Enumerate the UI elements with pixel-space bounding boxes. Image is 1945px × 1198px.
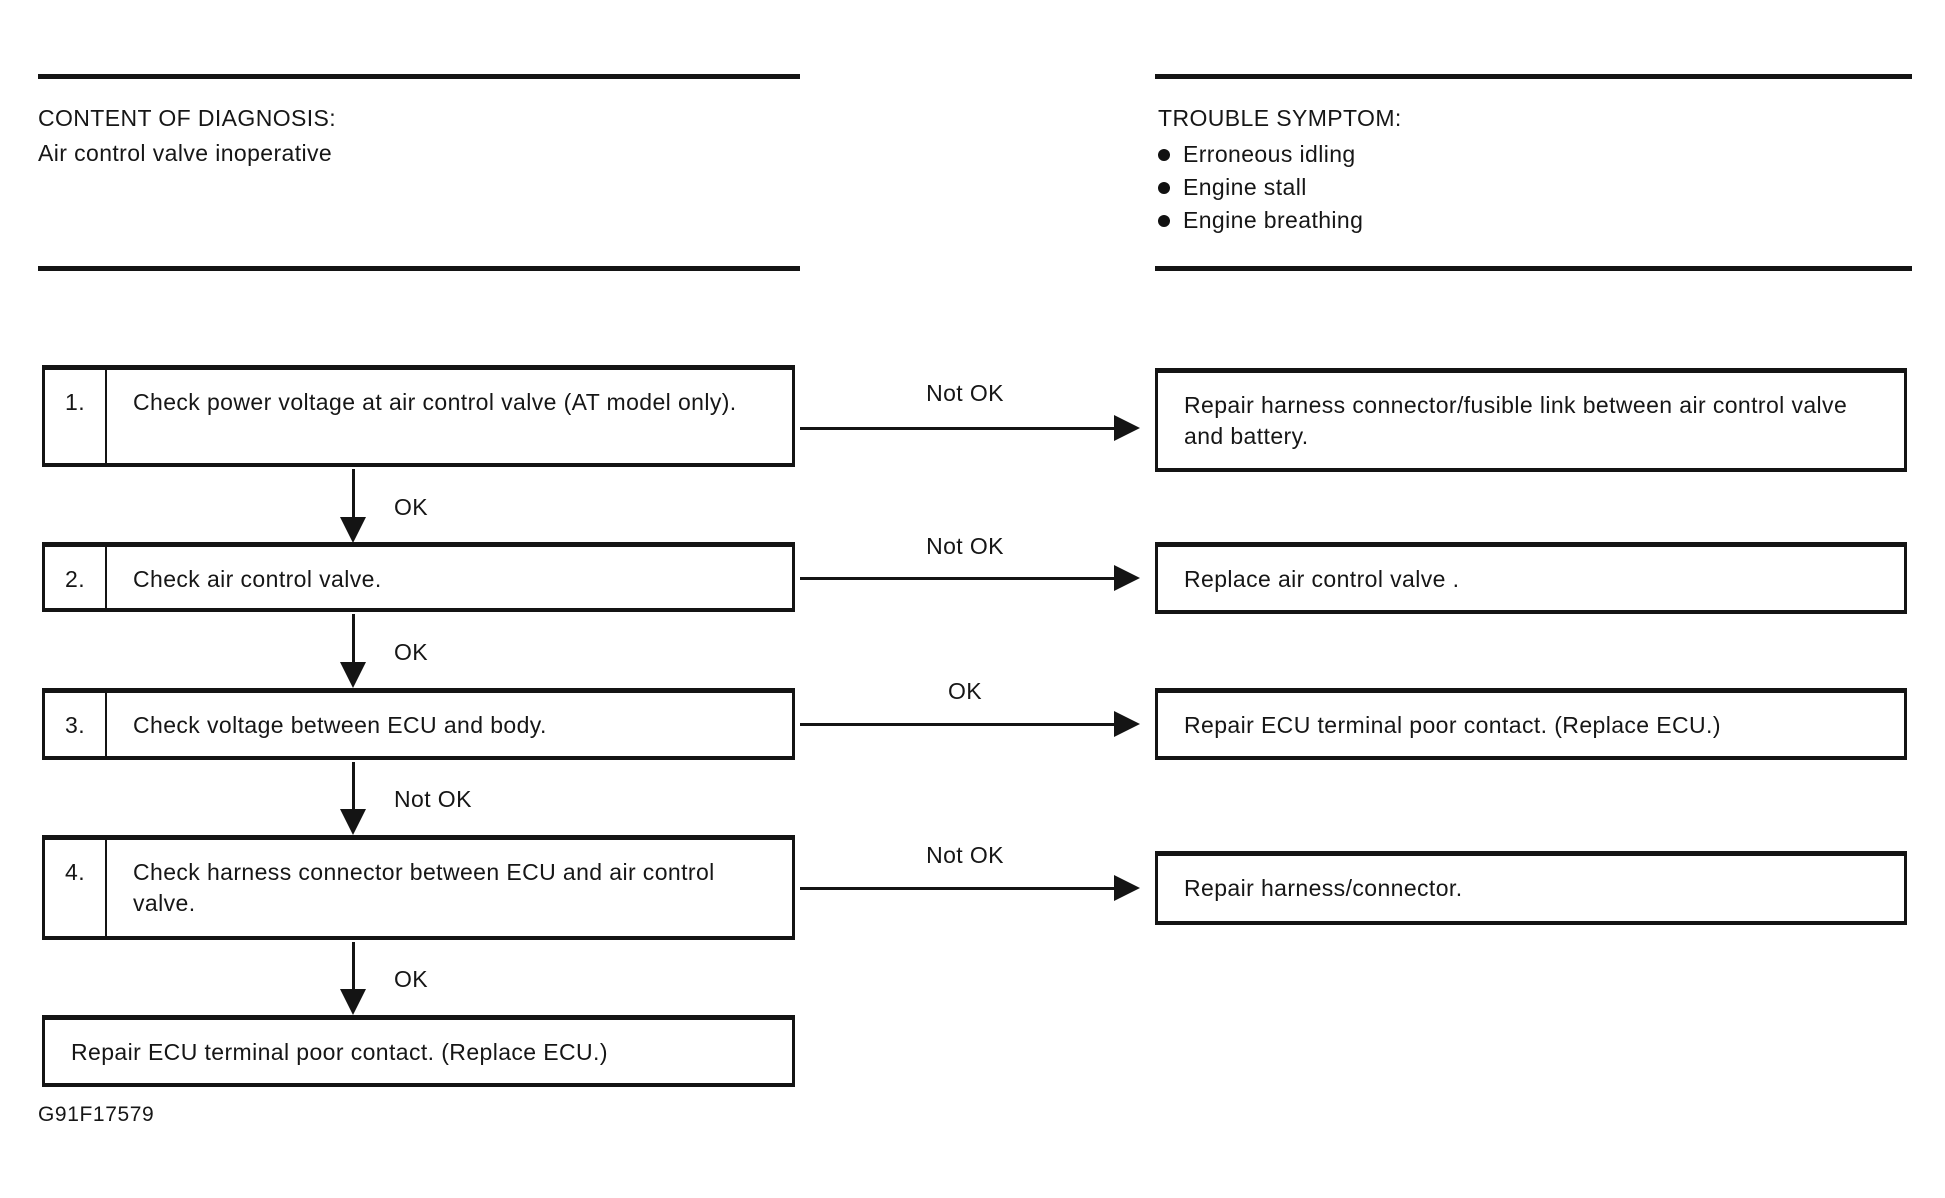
bullet-icon <box>1158 148 1170 161</box>
symptom-top-rule <box>1155 74 1912 79</box>
step-number: 4. <box>45 840 107 936</box>
diagnosis-bottom-rule <box>38 266 800 271</box>
symptom-item-label: Engine breathing <box>1183 207 1364 233</box>
branch-arrow-right-icon <box>800 415 1140 441</box>
symptom-item: Engine breathing <box>1158 204 1363 237</box>
flow-arrow-down-icon <box>340 942 366 1015</box>
flow-arrow-down-icon <box>340 762 366 835</box>
next-label-1: OK <box>394 494 429 520</box>
flow-arrow-down-icon <box>340 469 366 543</box>
final-box: Repair ECU terminal poor contact. (Repla… <box>42 1015 795 1087</box>
step-number: 3. <box>45 693 107 756</box>
symptom-bottom-rule <box>1155 266 1912 271</box>
symptom-item-label: Erroneous idling <box>1183 141 1356 167</box>
remedy-box-3: Repair ECU terminal poor contact. (Repla… <box>1155 688 1907 760</box>
branch-arrow-right-icon <box>800 711 1140 737</box>
symptom-item: Erroneous idling <box>1158 138 1363 171</box>
step-box-2: 2. Check air control valve. <box>42 542 795 612</box>
next-label-3: Not OK <box>394 786 472 812</box>
remedy-text: Repair harness connector/fusible link be… <box>1184 392 1848 449</box>
remedy-box-1: Repair harness connector/fusible link be… <box>1155 368 1907 472</box>
branch-label-1: Not OK <box>926 380 1004 406</box>
remedy-box-2: Replace air control valve . <box>1155 542 1907 614</box>
remedy-text: Repair ECU terminal poor contact. (Repla… <box>1184 712 1721 738</box>
diagnosis-content: Air control valve inoperative <box>38 140 333 166</box>
symptom-item-label: Engine stall <box>1183 174 1307 200</box>
branch-arrow-right-icon <box>800 875 1140 901</box>
step-text: Check harness connector between ECU and … <box>133 859 715 916</box>
remedy-text: Replace air control valve . <box>1184 566 1460 592</box>
symptom-title: TROUBLE SYMPTOM: <box>1158 105 1402 131</box>
step-number: 1. <box>45 370 107 463</box>
next-label-2: OK <box>394 639 429 665</box>
step-number: 2. <box>45 547 107 608</box>
step-box-4: 4. Check harness connector between ECU a… <box>42 835 795 940</box>
next-label-4: OK <box>394 966 429 992</box>
remedy-box-4: Repair harness/connector. <box>1155 851 1907 925</box>
branch-arrow-right-icon <box>800 565 1140 591</box>
branch-label-2: Not OK <box>926 533 1004 559</box>
step-text: Check air control valve. <box>133 566 382 592</box>
symptom-list: Erroneous idling Engine stall Engine bre… <box>1158 138 1363 237</box>
step-box-1: 1. Check power voltage at air control va… <box>42 365 795 467</box>
diagnosis-title: CONTENT OF DIAGNOSIS: <box>38 105 337 131</box>
symptom-item: Engine stall <box>1158 171 1363 204</box>
bullet-icon <box>1158 181 1170 194</box>
diagnosis-top-rule <box>38 74 800 79</box>
step-text: Check power voltage at air control valve… <box>133 389 737 415</box>
remedy-text: Repair harness/connector. <box>1184 875 1463 901</box>
flow-arrow-down-icon <box>340 614 366 688</box>
step-box-3: 3. Check voltage between ECU and body. <box>42 688 795 760</box>
branch-label-4: Not OK <box>926 842 1004 868</box>
figure-code: G91F17579 <box>38 1103 155 1126</box>
step-text: Check voltage between ECU and body. <box>133 712 547 738</box>
branch-label-3: OK <box>947 678 983 704</box>
bullet-icon <box>1158 214 1170 227</box>
final-text: Repair ECU terminal poor contact. (Repla… <box>71 1039 608 1065</box>
